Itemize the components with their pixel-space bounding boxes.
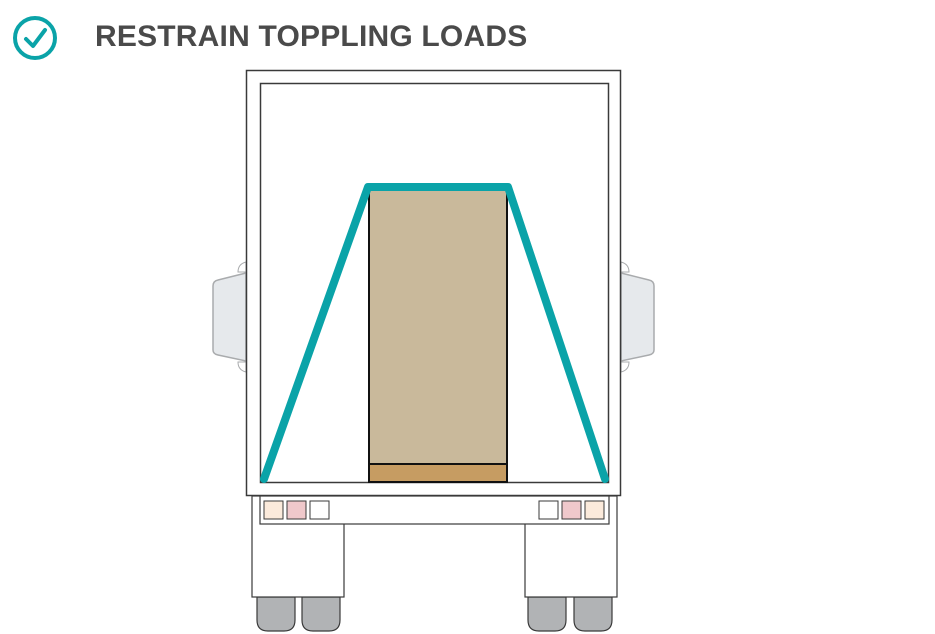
left-mirror [212,261,247,373]
right-mirror [620,261,655,373]
check-circle-icon [13,16,57,60]
tail-lights-right [538,500,605,520]
header: RESTRAIN TOPPLING LOADS [0,0,935,70]
tail-lights-left [263,500,330,520]
rear-wheels [256,596,613,632]
page-title: RESTRAIN TOPPLING LOADS [95,20,528,53]
tie-down-strap [260,183,609,483]
pallet [368,463,508,483]
load-box [368,187,508,465]
